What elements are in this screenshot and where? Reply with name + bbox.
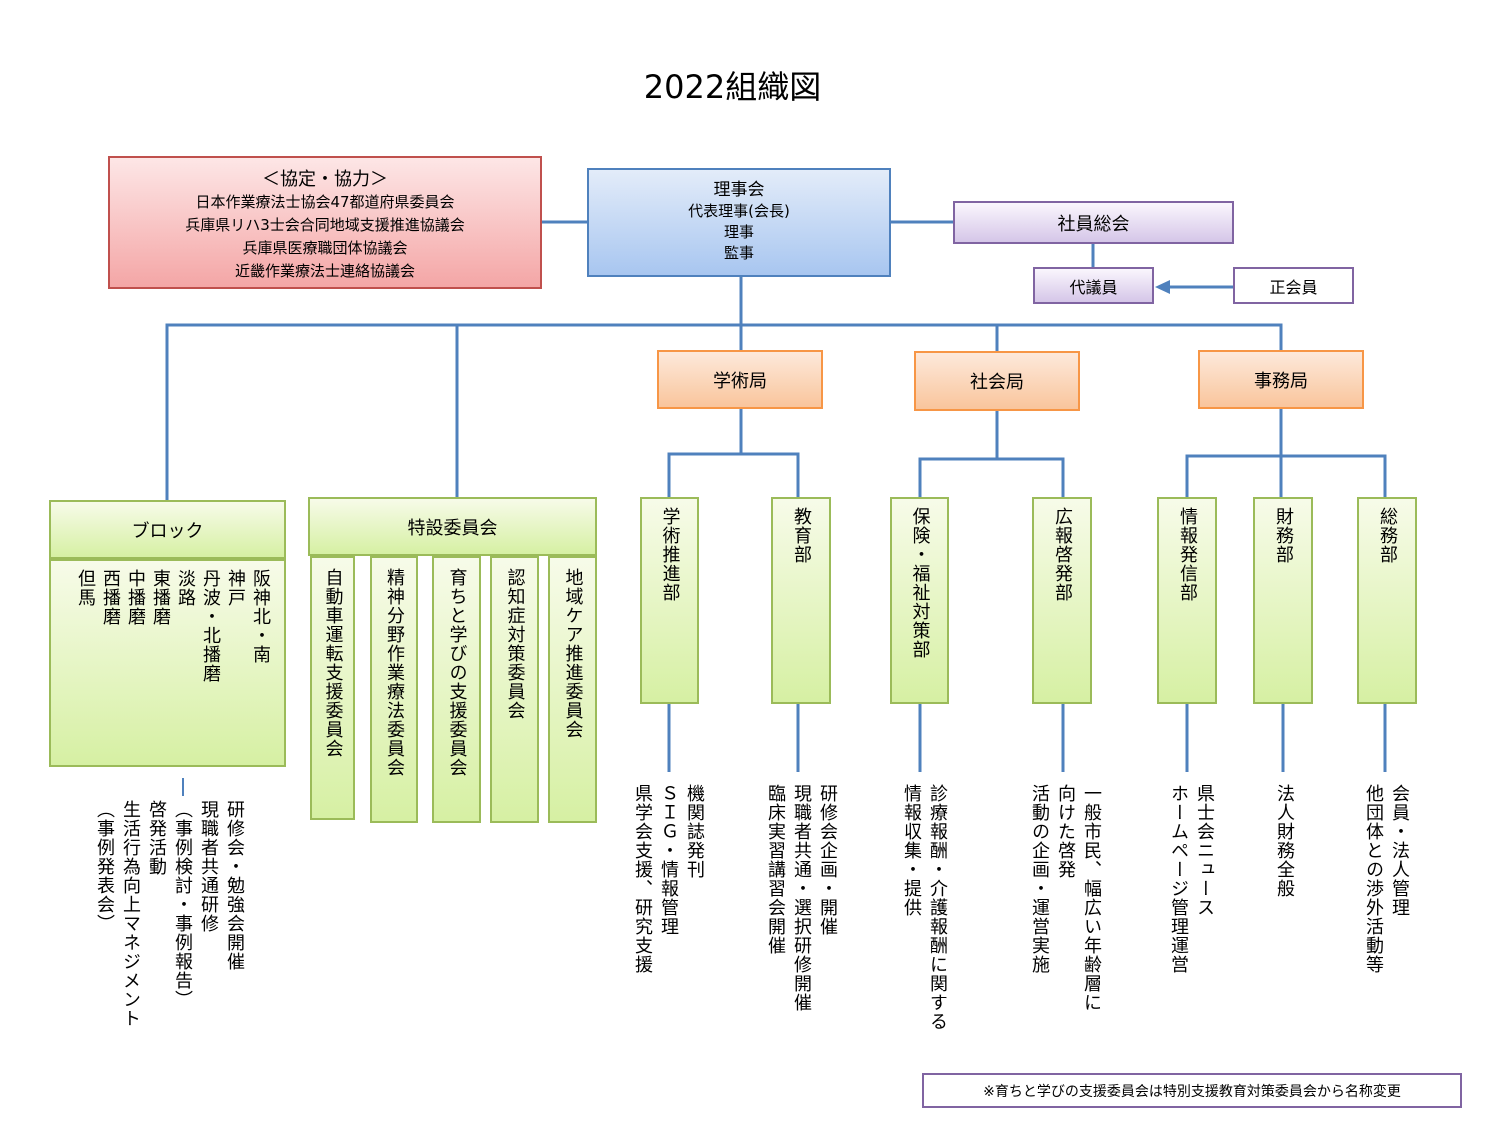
committee-box: 地域ケア推進委員会 <box>548 556 597 823</box>
block-duty: （事例検討・事例報告） <box>172 800 193 1009</box>
duty-item: 活動の企画・運営実施 <box>1029 784 1050 974</box>
board-heading: 理事会 <box>713 180 765 200</box>
committee-name: 精神分野作業療法委員会 <box>384 568 405 777</box>
connector <box>1185 454 1387 497</box>
special-committees-heading: 特設委員会 <box>308 497 597 556</box>
department-box: 財務部 <box>1253 497 1313 704</box>
partners-box: ＜協定・協力＞ 日本作業療法士協会47都道府県委員会 兵庫県リハ3士会合同地域支… <box>108 156 542 289</box>
block-duty: 生活行為向上マネジメント <box>120 800 141 1028</box>
delegates-box: 代議員 <box>1033 267 1154 304</box>
partner-item: 兵庫県医療職団体協議会 <box>242 239 408 257</box>
bureau-secretariat: 事務局 <box>1198 350 1364 409</box>
block-heading: ブロック <box>49 500 286 559</box>
regular-members-box: 正会員 <box>1233 267 1354 304</box>
partners-heading: ＜協定・協力＞ <box>262 169 388 190</box>
duty-item: 一般市民、幅広い年齢層に <box>1081 784 1102 1012</box>
connector <box>667 452 800 497</box>
block-areas-box: 阪神北・南 神戸 丹波・北播磨 淡路 東播磨 中播磨 西播磨 但馬 <box>49 559 286 767</box>
general-assembly-box: 社員総会 <box>953 201 1234 244</box>
department-name: 情報発信部 <box>1177 507 1198 602</box>
block-area: 西播磨 <box>100 569 121 626</box>
department-name: 教育部 <box>791 507 812 564</box>
bureau-social: 社会局 <box>914 351 1080 411</box>
committee-name: 育ちと学びの支援委員会 <box>446 568 468 777</box>
block-area: 阪神北・南 <box>250 569 271 664</box>
department-duties: 会員・法人管理 他団体との渉外活動等 <box>1361 784 1411 974</box>
arrow-left-icon <box>1155 280 1170 294</box>
block-duties: 研修会・勉強会開催 現職者共通研修 （事例検討・事例報告） 啓発活動 生活行為向… <box>92 800 246 1028</box>
duty-item: 臨床実習講習会開催 <box>765 784 786 955</box>
duty-item: 機関誌発刊 <box>684 784 705 879</box>
department-name: 広報啓発部 <box>1052 507 1073 602</box>
department-duties: 法人財務全般 <box>1272 784 1296 898</box>
committee-box: 育ちと学びの支援委員会 <box>432 556 481 823</box>
block-duty: 啓発活動 <box>146 800 167 876</box>
block-area: 但馬 <box>75 569 96 607</box>
block-area: 神戸 <box>225 569 246 607</box>
block-area: 丹波・北播磨 <box>200 569 221 683</box>
connector <box>165 323 1283 500</box>
department-box: 情報発信部 <box>1157 497 1217 704</box>
duty-item: 診療報酬・介護報酬に関する <box>927 784 948 1031</box>
department-box: 保険・福祉対策部 <box>890 497 949 704</box>
committee-name: 自動車運転支援委員会 <box>322 568 344 758</box>
duty-item: 情報収集・提供 <box>901 784 922 917</box>
block-duty: 研修会・勉強会開催 <box>224 800 245 971</box>
block-area: 淡路 <box>175 569 196 607</box>
department-duties: 一般市民、幅広い年齢層に 向けた啓発 活動の企画・運営実施 <box>1027 784 1103 1012</box>
board-role: 理事 <box>723 223 754 241</box>
department-box: 教育部 <box>771 497 831 704</box>
department-name: 学術推進部 <box>659 507 681 602</box>
department-duties: 診療報酬・介護報酬に関する 情報収集・提供 <box>899 784 949 1031</box>
duty-item: 県学会支援、研究支援 <box>632 784 653 974</box>
block-area: 東播磨 <box>150 569 171 626</box>
department-duties: 研修会企画・開催 現職者共通・選択研修開催 臨床実習講習会開催 <box>763 784 839 1012</box>
department-name: 保険・福祉対策部 <box>909 507 931 659</box>
bureau-academic: 学術局 <box>657 350 823 409</box>
department-box: 総務部 <box>1357 497 1417 704</box>
partner-item: 日本作業療法士協会47都道府県委員会 <box>195 193 455 211</box>
duty-item: ホームページ管理運営 <box>1168 784 1189 974</box>
duty-item: 県士会ニュース <box>1194 784 1215 917</box>
committee-box: 認知症対策委員会 <box>490 556 539 823</box>
department-name: 総務部 <box>1377 507 1398 564</box>
partner-item: 兵庫県リハ3士会合同地域支援推進協議会 <box>185 216 465 234</box>
committee-name: 認知症対策委員会 <box>504 568 526 720</box>
committee-box: 自動車運転支援委員会 <box>310 556 355 820</box>
duty-item: 研修会企画・開催 <box>817 784 838 936</box>
page-title: 2022組織図 <box>643 68 822 106</box>
block-area: 中播磨 <box>125 569 146 626</box>
connector <box>918 457 1065 497</box>
board-role: 監事 <box>723 244 754 262</box>
footnote: ※育ちと学びの支援委員会は特別支援教育対策委員会から名称変更 <box>922 1073 1462 1108</box>
committee-name: 地域ケア推進委員会 <box>562 568 584 739</box>
department-box: 広報啓発部 <box>1032 497 1092 704</box>
department-duties: 県士会ニュース ホームページ管理運営 <box>1166 784 1216 974</box>
duty-item: 現職者共通・選択研修開催 <box>791 784 812 1012</box>
block-duty: （事例発表会） <box>94 800 115 933</box>
duty-item: ＳＩＧ・情報管理 <box>658 784 679 936</box>
duty-item: 法人財務全般 <box>1274 784 1295 898</box>
duty-item: 他団体との渉外活動等 <box>1363 784 1384 974</box>
board-role: 代表理事(会長) <box>688 202 790 220</box>
board-box: 理事会 代表理事(会長) 理事 監事 <box>587 168 891 277</box>
committee-box: 精神分野作業療法委員会 <box>370 556 418 823</box>
duty-item: 向けた啓発 <box>1055 784 1076 879</box>
department-name: 財務部 <box>1273 507 1294 564</box>
partner-item: 近畿作業療法士連絡協議会 <box>234 262 415 280</box>
block-duty: 現職者共通研修 <box>198 800 219 933</box>
duty-item: 会員・法人管理 <box>1389 784 1410 917</box>
department-box: 学術推進部 <box>640 497 699 704</box>
department-duties: 機関誌発刊 ＳＩＧ・情報管理 県学会支援、研究支援 <box>630 784 706 974</box>
